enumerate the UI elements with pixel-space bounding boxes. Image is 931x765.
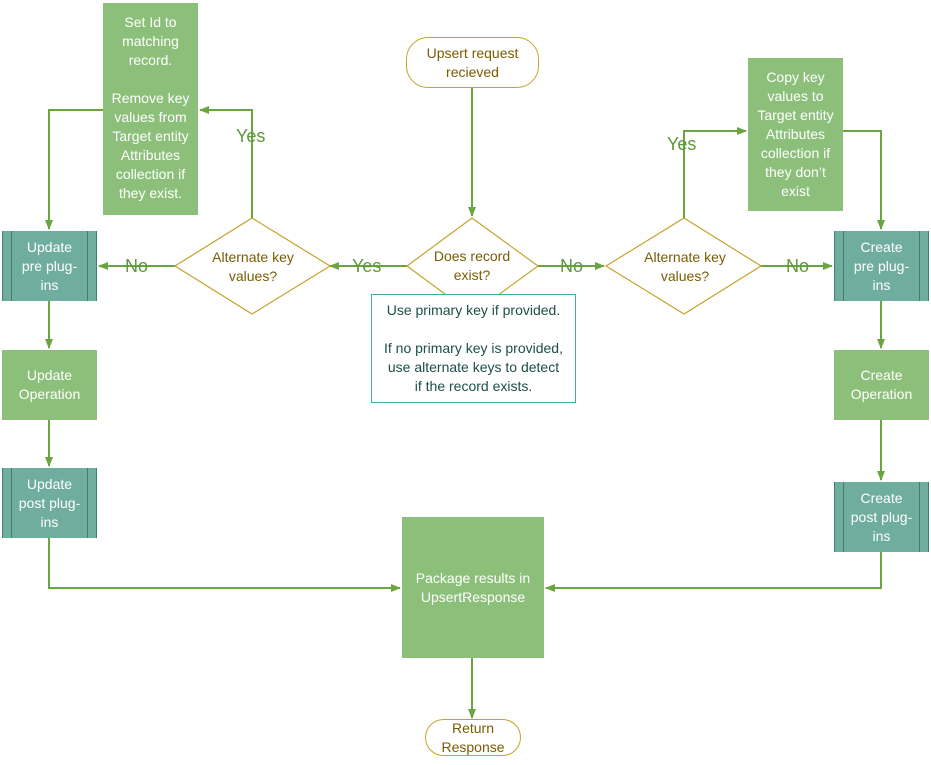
arrow-note-right-to-create-pre (843, 130, 885, 230)
update-operation: Update Operation (2, 350, 97, 420)
label-yes-left-top: Yes (236, 126, 266, 146)
label-no-right: No (786, 256, 810, 276)
decision-exists-text: Does record exist? (433, 248, 511, 283)
label-no-left: No (125, 256, 149, 276)
label-yes-right-top: Yes (667, 134, 697, 154)
label-no-center: No (560, 256, 584, 276)
arrow-update-post-to-package (48, 538, 401, 592)
info-primary-key-note: Use primary key if provided. If no prima… (371, 294, 576, 403)
end-terminator: Return Response (425, 719, 521, 756)
create-pre-plugins: Create pre plug- ins (834, 231, 929, 301)
arrow-alt-right-yes (683, 127, 747, 218)
start-terminator: Upsert request recieved (406, 37, 539, 88)
update-pre-plugins: Update pre plug- ins (2, 231, 97, 301)
update-post-plugins: Update post plug- ins (2, 468, 97, 538)
decision-alt-right-text: Alternate key values? (644, 249, 726, 284)
decision-alt-left-text: Alternate key values? (212, 249, 294, 284)
note-set-id: Set Id to matching record. Remove key va… (103, 3, 198, 215)
create-post-plugins: Create post plug- ins (834, 482, 929, 552)
decision-diamond-alt-left (173, 217, 332, 315)
package-results: Package results in UpsertResponse (402, 517, 544, 658)
arrow-alt-left-yes (199, 106, 253, 218)
decision-diamond-alt-right (604, 217, 763, 315)
create-operation: Create Operation (834, 350, 929, 420)
arrow-create-post-to-package (545, 552, 882, 592)
note-copy-key-values: Copy key values to Target entity Attribu… (748, 58, 843, 211)
arrow-note-left-to-update-pre (45, 109, 103, 230)
label-yes-center: Yes (352, 256, 382, 276)
